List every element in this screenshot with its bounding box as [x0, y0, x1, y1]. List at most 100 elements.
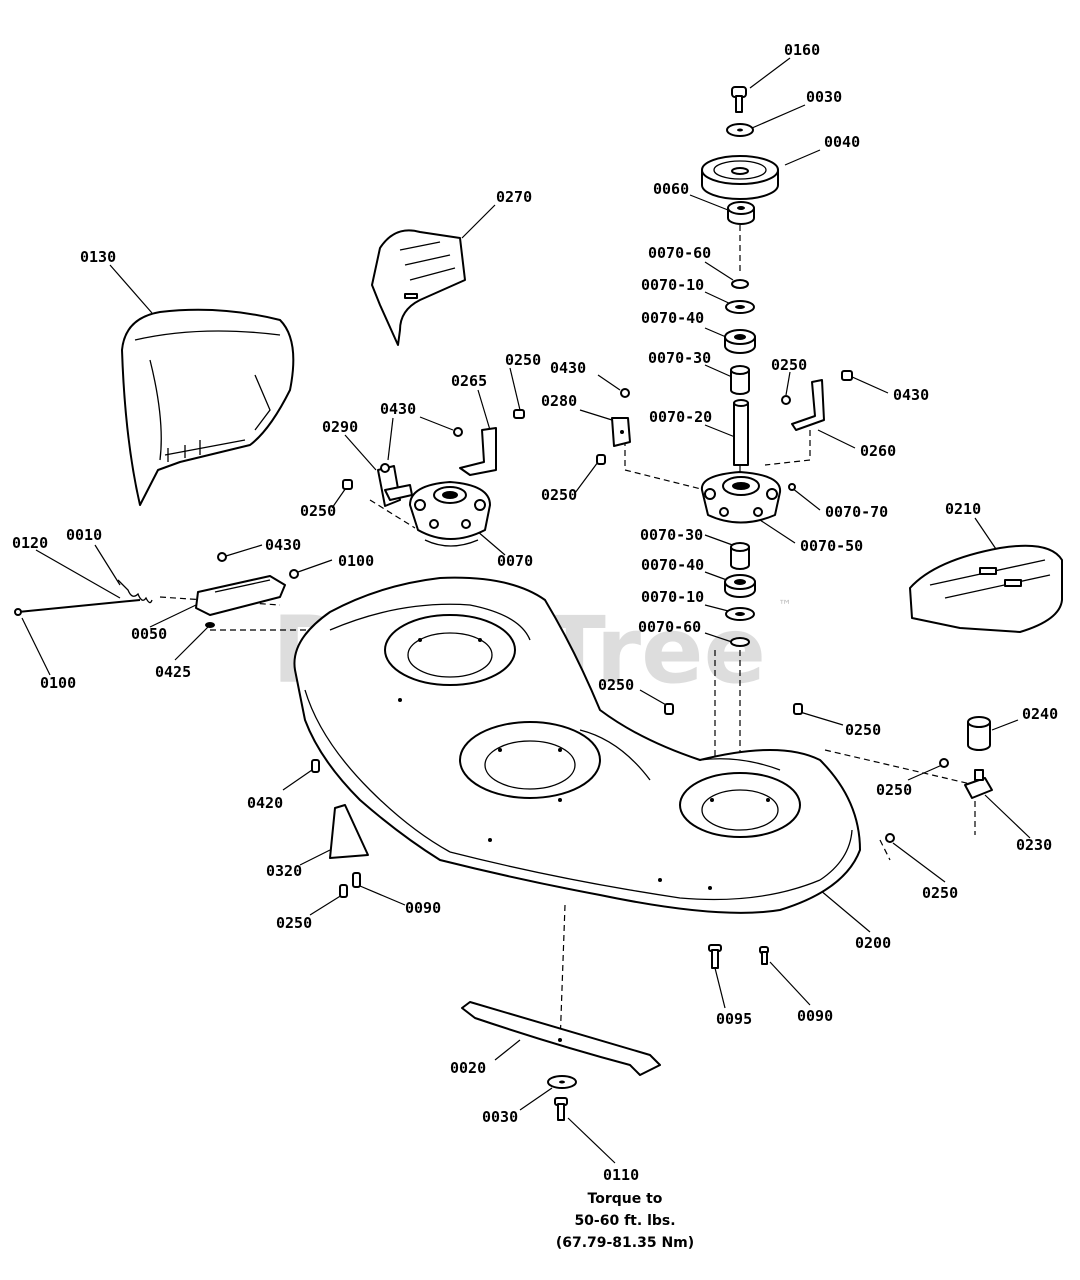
callout-0020: 0020: [450, 1059, 486, 1077]
bearing-0070-40-icon: [724, 329, 756, 354]
bolt-0160-icon: [731, 86, 747, 113]
blade-0020-icon: [461, 1001, 661, 1076]
ring-0070-60-lower-icon: [730, 637, 750, 647]
bolt-0250-b-icon: [596, 454, 606, 465]
spring-0010-icon: [117, 579, 153, 604]
nut-0430-c-icon: [380, 463, 390, 473]
callout-0250-g: 0250: [876, 781, 912, 799]
callout-0095: 0095: [716, 1010, 752, 1028]
callout-0250-a: 0250: [505, 351, 541, 369]
torque-note-line-2: 50-60 ft. lbs.: [574, 1213, 675, 1229]
discharge-chute-0130-icon: [121, 308, 295, 506]
callout-0070-10-lower: 0070-10: [641, 588, 704, 606]
nut-0430-b-icon: [620, 388, 630, 398]
bolt-0110-icon: [554, 1097, 568, 1121]
torque-note-line-1: Torque to: [588, 1191, 663, 1207]
bolt-0420-icon: [311, 759, 320, 773]
callout-0090-a: 0090: [405, 899, 441, 917]
callout-0100-a: 0100: [338, 552, 374, 570]
callout-0210: 0210: [945, 500, 981, 518]
spacer-0070-30-lower-icon: [730, 542, 750, 570]
callout-0070-40: 0070-40: [641, 309, 704, 327]
callout-0200: 0200: [855, 934, 891, 952]
callout-0265: 0265: [451, 372, 487, 390]
callout-0320: 0320: [266, 862, 302, 880]
callout-0070-60: 0070-60: [648, 244, 711, 262]
bracket-0265-icon: [459, 427, 497, 476]
bolt-0250-f-icon: [793, 703, 803, 715]
bracket-0050-icon: [195, 575, 286, 616]
callout-0160: 0160: [784, 41, 820, 59]
callout-0250-h: 0250: [922, 884, 958, 902]
torque-note-line-3: (67.79-81.35 Nm): [556, 1235, 694, 1251]
bolt-0090-a-icon: [352, 872, 361, 888]
callout-0130: 0130: [80, 248, 116, 266]
bolt-0095-icon: [708, 944, 722, 969]
rod-0120-icon: [17, 599, 141, 613]
spindle-housing-0070-icon: [409, 481, 491, 547]
callout-0120: 0120: [12, 534, 48, 552]
callout-0070-60-lower: 0070-60: [638, 618, 701, 636]
washer-0030-lower-icon: [547, 1075, 577, 1089]
bolt-0090-b-icon: [759, 946, 769, 965]
callout-0070-20: 0070-20: [649, 408, 712, 426]
callout-0070-50: 0070-50: [800, 537, 863, 555]
plate-0320-icon: [329, 804, 369, 859]
callout-0270: 0270: [496, 188, 532, 206]
callout-0250-c: 0250: [541, 486, 577, 504]
torque-note: Torque to 50-60 ft. lbs. (67.79-81.35 Nm…: [556, 1191, 694, 1251]
callout-0260: 0260: [860, 442, 896, 460]
callout-0250-f: 0250: [845, 721, 881, 739]
bearing-0070-40-lower-icon: [724, 574, 756, 598]
bracket-0230-icon: [964, 769, 993, 799]
washer-0030-icon: [726, 123, 754, 137]
belt-cover-0210-icon: [909, 544, 1063, 633]
callout-0430-d: 0430: [265, 536, 301, 554]
callout-0070-70: 0070-70: [825, 503, 888, 521]
callout-0430-c: 0250: [771, 356, 807, 374]
nut-0430-a-icon: [453, 427, 463, 437]
callout-0430-b: 0430: [380, 400, 416, 418]
bolt-0250-d-icon: [841, 370, 853, 381]
pulley-0040-icon: [701, 155, 779, 200]
callout-0290: 0290: [322, 418, 358, 436]
nut-0430-d-icon: [781, 395, 791, 405]
callout-0250-e: 0250: [598, 676, 634, 694]
washer-0070-10-lower-icon: [725, 607, 755, 621]
callout-0070-30-lower: 0070-30: [640, 526, 703, 544]
callout-labels: 0160 0030 0040 0060 0270 0130 0070-60 00…: [12, 41, 1058, 1184]
callout-0430-a: 0430: [550, 359, 586, 377]
callout-0250-d: 0250: [300, 502, 336, 520]
bolt-0250-c-icon: [342, 479, 353, 490]
grease-fitting-0070-70-icon: [788, 483, 796, 491]
belt-cover-0270-icon: [371, 229, 466, 346]
callout-0230: 0230: [1016, 836, 1052, 854]
callout-0070-30: 0070-30: [648, 349, 711, 367]
ring-0070-60-icon: [731, 279, 749, 289]
washer-0425-icon: [205, 622, 215, 628]
callout-0100-b: 0100: [40, 674, 76, 692]
nut-0430-e-icon: [217, 552, 227, 562]
callout-0420: 0420: [247, 794, 283, 812]
callout-0425: 0425: [155, 663, 191, 681]
mower-deck-0200-icon: [293, 576, 861, 914]
callout-0070-10: 0070-10: [641, 276, 704, 294]
nut-0100-icon: [289, 569, 299, 579]
callout-0050: 0050: [131, 625, 167, 643]
callout-0040: 0040: [824, 133, 860, 151]
spacer-0060-icon: [727, 201, 755, 225]
nut-0250-g-icon: [939, 758, 949, 768]
spacer-0070-30-icon: [730, 365, 750, 395]
knob-0240-icon: [967, 716, 991, 751]
callout-0110: 0110: [603, 1166, 639, 1184]
callout-0070: 0070: [497, 552, 533, 570]
washer-0070-10-icon: [725, 300, 755, 314]
callout-0240: 0240: [1022, 705, 1058, 723]
callout-0070-40-lower: 0070-40: [641, 556, 704, 574]
watermark-trademark: ™: [778, 598, 792, 614]
callout-0010: 0010: [66, 526, 102, 544]
shaft-0070-20-icon: [733, 399, 749, 466]
bolt-0250-i-icon: [339, 884, 348, 898]
callout-0030: 0030: [806, 88, 842, 106]
bolt-0250-e-icon: [664, 703, 674, 715]
